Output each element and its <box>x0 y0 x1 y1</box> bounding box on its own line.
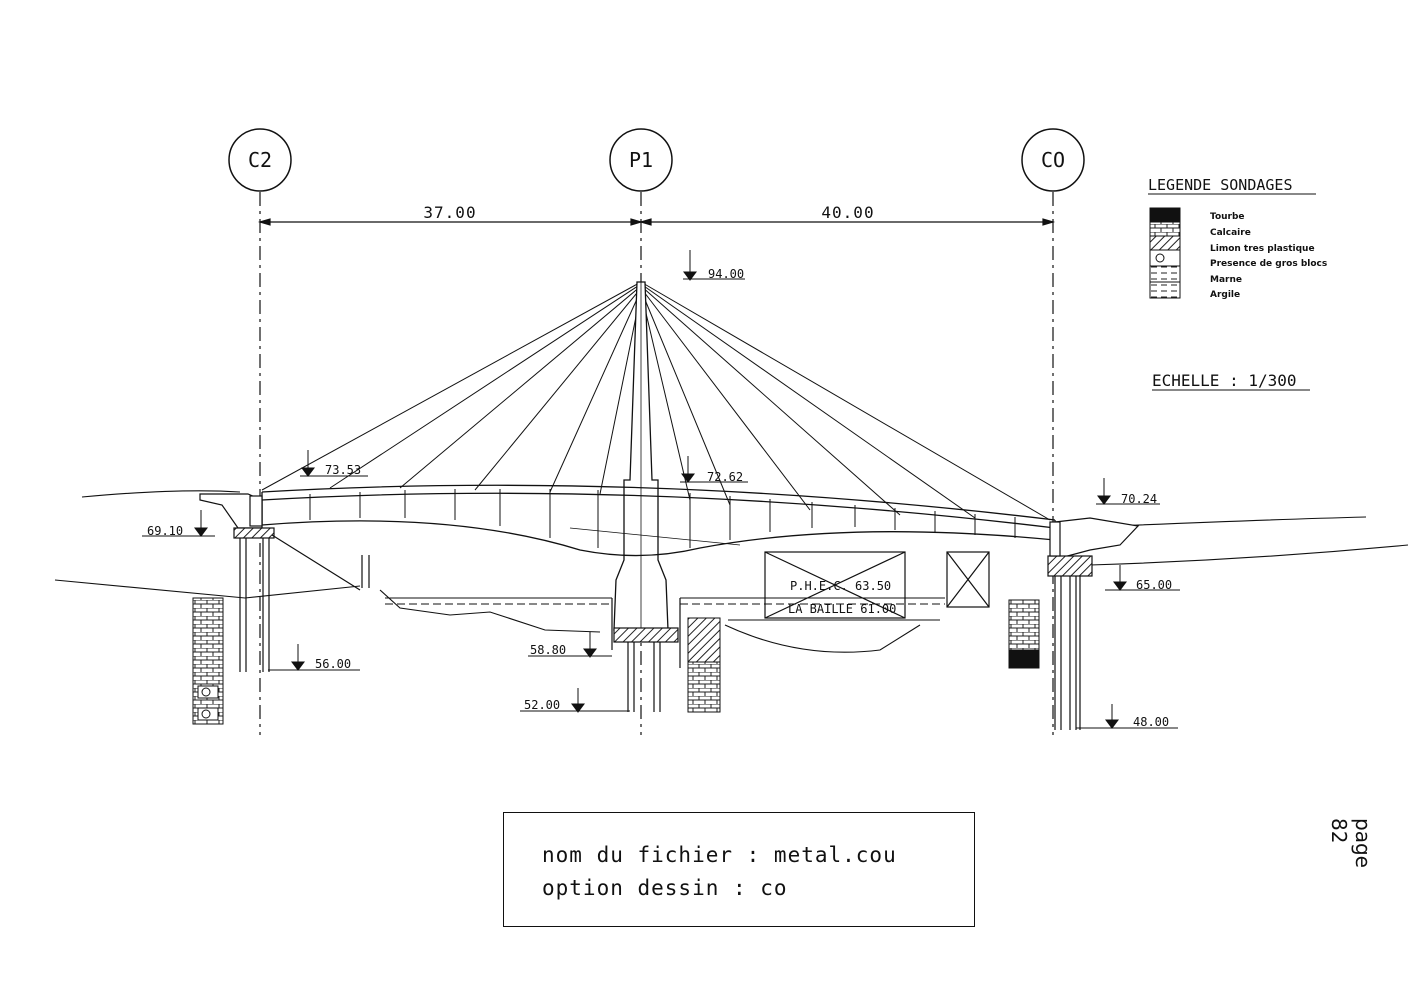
file-info-box: nom du fichier : metal.cou option dessin… <box>503 812 975 927</box>
borehole-center <box>687 617 721 713</box>
span-right: 40.00 <box>821 203 874 222</box>
legend-item-4: Marne <box>1210 275 1242 285</box>
clearance-boxes <box>764 551 990 619</box>
legend-item-2: Limon tres plastique <box>1210 244 1315 254</box>
deck-verticals <box>309 489 1016 548</box>
abutment-right <box>1047 517 1140 730</box>
legend-item-3: Presence de gros blocs <box>1210 259 1327 269</box>
water-lines <box>385 597 945 621</box>
elev-pile-left: 56.00 <box>315 657 351 671</box>
pylon <box>613 281 669 631</box>
elev-pylon-top: 94.00 <box>708 267 744 281</box>
elev-deck-right: 70.24 <box>1121 492 1157 506</box>
axis-c0: CO <box>1021 128 1085 192</box>
elevation-markers <box>142 250 1180 729</box>
axis-p1-label: P1 <box>629 148 653 172</box>
elev-pier-pile: 52.00 <box>524 698 560 712</box>
elev-pier-footing: 58.80 <box>530 643 566 657</box>
elev-abutment-right: 65.00 <box>1136 578 1172 592</box>
legend-item-0: Tourbe <box>1210 212 1245 222</box>
stay-cables <box>261 281 1051 521</box>
elev-deck-center: 72.62 <box>707 470 743 484</box>
elev-deck-left: 73.53 <box>325 463 361 477</box>
axis-p1: P1 <box>609 128 673 192</box>
file-name-line: nom du fichier : metal.cou <box>542 843 897 867</box>
borehole-right <box>1008 599 1040 669</box>
borehole-left <box>192 597 224 725</box>
legend-title: LEGENDE SONDAGES <box>1148 176 1293 194</box>
baille-label: LA BAILLE 61.00 <box>788 602 896 616</box>
span-left: 37.00 <box>423 203 476 222</box>
axis-lines <box>259 192 1054 735</box>
legend-item-1: Calcaire <box>1210 228 1251 238</box>
axis-c2: C2 <box>228 128 292 192</box>
dimension-line <box>257 218 1056 226</box>
axis-c2-label: C2 <box>248 148 272 172</box>
page-number: page 82 <box>1327 818 1375 868</box>
drawing-option-line: option dessin : co <box>542 876 788 900</box>
pier-foundation <box>611 598 681 712</box>
axis-c0-label: CO <box>1041 148 1065 172</box>
elev-pile-right: 48.00 <box>1133 715 1169 729</box>
legend-item-5: Argile <box>1210 290 1240 300</box>
elev-abutment-left: 69.10 <box>147 524 183 538</box>
scale-label: ECHELLE : 1/300 <box>1152 371 1297 390</box>
abutment-left <box>199 493 370 672</box>
legend-column <box>1149 207 1181 299</box>
phec-label: P.H.E.C. 63.50 <box>790 579 891 593</box>
